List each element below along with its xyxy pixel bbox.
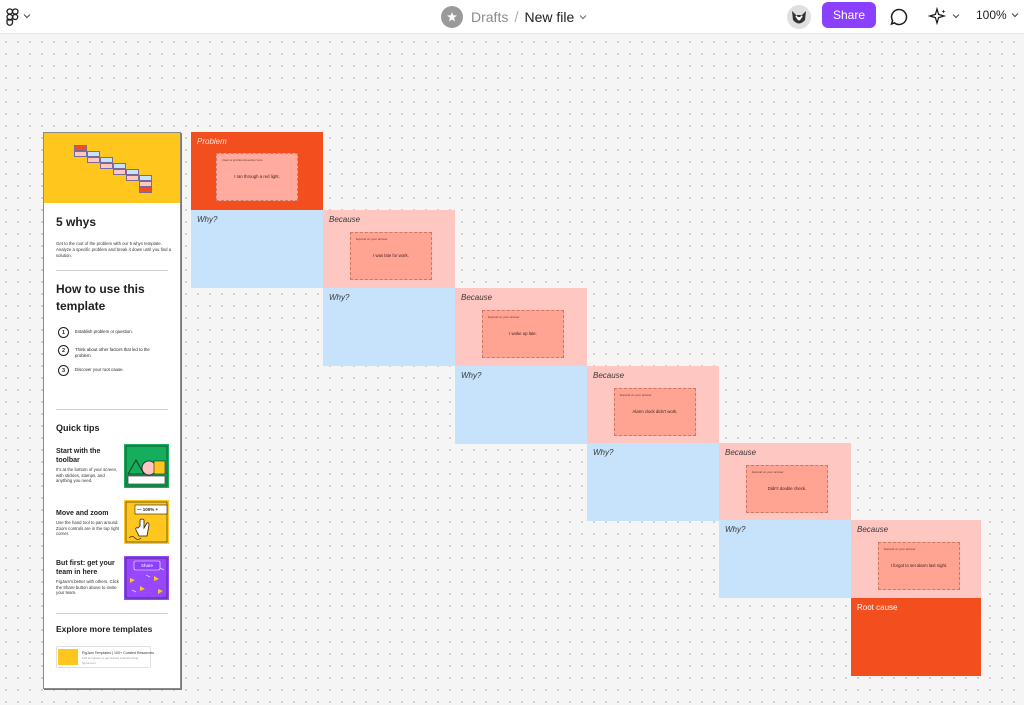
root-cause-cell[interactable]: Root cause [851, 598, 981, 676]
why-label: Why? [197, 215, 218, 224]
tip-heading: Move and zoom [56, 510, 109, 517]
template-card-title: FigJam Templates | 100+ Curated Resource… [82, 651, 155, 655]
zoom-illustration: — 100% + [124, 500, 169, 544]
problem-label: Problem [197, 137, 227, 146]
why-label: Why? [593, 448, 614, 457]
hero-illustration [44, 133, 180, 203]
tip-body: Use the hand tool to pan around. Zoom co… [56, 520, 120, 537]
explore-title: Explore more templates [56, 624, 153, 634]
share-badge: Share [141, 563, 154, 568]
step-text: Think about other factors that led to th… [75, 347, 150, 358]
panel-title: 5 whys [56, 215, 97, 229]
because-label: Because [857, 525, 889, 534]
template-link-card[interactable]: FigJam Templates | 100+ Curated Resource… [56, 646, 155, 668]
share-illustration: Share [124, 556, 169, 600]
sticky-prompt: Insert a problem/question here [222, 158, 263, 162]
why-cell[interactable]: Why? [587, 443, 719, 521]
step-item: 1 Establish problem or question. [58, 327, 167, 338]
sticky-text: Didn't double check. [767, 486, 807, 491]
problem-cell[interactable]: Problem Insert a problem/question here I… [191, 132, 323, 210]
tip-heading: But first: get your team in here [56, 560, 115, 576]
instructions-panel[interactable]: 5 whys Get to the root of the problem wi… [43, 132, 181, 689]
sticky-prompt: Expand on your answer [356, 237, 388, 241]
tip-team: But first: get your team in here FigJam'… [56, 559, 120, 596]
template-card-meta: figma.com [82, 661, 96, 665]
divider [56, 613, 168, 614]
user-avatar[interactable] [787, 5, 811, 29]
figma-menu-icon[interactable] [6, 8, 20, 26]
divider [56, 270, 168, 271]
chevron-down-icon[interactable] [952, 12, 960, 20]
sticky-text: I ran through a red light. [234, 174, 280, 179]
step-number: 1 [58, 327, 69, 338]
tip-toolbar: Start with the toolbar It's at the botto… [56, 447, 120, 484]
because-label: Because [725, 448, 757, 457]
answer-sticky[interactable]: Expand on your answer Didn't double chec… [746, 465, 828, 513]
chevron-down-icon[interactable] [1011, 11, 1019, 19]
share-button[interactable]: Share [822, 2, 876, 28]
step-number: 3 [58, 365, 69, 376]
sticky-prompt: Expand on your answer [620, 393, 652, 397]
breadcrumb-separator: / [514, 8, 519, 26]
problem-sticky[interactable]: Insert a problem/question here I ran thr… [216, 153, 298, 201]
sticky-text: Alarm clock didn't work. [632, 409, 678, 414]
sticky-text: I forgot to set alarm last night. [890, 563, 948, 568]
sticky-prompt: Expand on your answer [884, 547, 916, 551]
sticky-text: I was late for work. [373, 253, 409, 258]
breadcrumb-drafts[interactable]: Drafts [471, 9, 509, 25]
breadcrumb: Drafts / New file [441, 5, 587, 29]
comment-icon[interactable] [887, 5, 911, 29]
chevron-down-icon[interactable] [579, 13, 587, 21]
step-text: Discover your root cause. [75, 367, 124, 372]
why-label: Why? [725, 525, 746, 534]
why-label: Why? [329, 293, 350, 302]
howto-title: How to use this template [56, 282, 145, 313]
root-cause-label: Root cause [857, 603, 898, 612]
because-cell[interactable]: Because Expand on your answer I woke up … [455, 288, 587, 366]
because-label: Because [329, 215, 361, 224]
answer-sticky[interactable]: Expand on your answer Alarm clock didn't… [614, 388, 696, 436]
step-item: 3 Discover your root cause. [58, 365, 167, 376]
chevron-down-icon[interactable] [23, 12, 31, 20]
step-text: Establish problem or question. [75, 329, 133, 334]
answer-sticky[interactable]: Expand on your answer I woke up late. [482, 310, 564, 358]
zoom-badge: — 100% + [137, 507, 159, 512]
sticky-text: I woke up late. [509, 331, 537, 336]
team-avatar-icon[interactable] [441, 6, 463, 28]
template-thumbnail [58, 649, 78, 665]
because-cell[interactable]: Because Expand on your answer I forgot t… [851, 520, 981, 598]
why-label: Why? [461, 371, 482, 380]
sticky-prompt: Expand on your answer [488, 315, 520, 319]
because-label: Because [461, 293, 493, 302]
toolbar-illustration [124, 444, 169, 488]
why-cell[interactable]: Why? [191, 210, 323, 288]
why-cell[interactable]: Why? [719, 520, 851, 598]
ai-sparkle-icon[interactable] [926, 5, 950, 29]
zoom-control[interactable]: 100% [976, 8, 1019, 22]
tip-heading: Start with the toolbar [56, 448, 101, 464]
divider [56, 409, 168, 410]
tip-body: FigJam's better with others. Click the S… [56, 579, 119, 596]
step-item: 2 Think about other factors that led to … [58, 345, 167, 359]
tip-body: It's at the bottom of your screen, with … [56, 467, 118, 484]
step-number: 2 [58, 345, 69, 356]
why-cell[interactable]: Why? [323, 288, 455, 366]
tip-move-zoom: Move and zoom Use the hand tool to pan a… [56, 509, 120, 537]
why-cell[interactable]: Why? [455, 366, 587, 444]
panel-description: Get to the root of the problem with our … [56, 241, 172, 258]
zoom-level[interactable]: 100% [976, 8, 1007, 22]
top-bar: Drafts / New file Share 100% [0, 0, 1024, 34]
file-name[interactable]: New file [524, 9, 575, 25]
quick-tips-title: Quick tips [56, 423, 100, 433]
answer-sticky[interactable]: Expand on your answer I forgot to set al… [878, 542, 960, 590]
because-cell[interactable]: Because Expand on your answer Didn't dou… [719, 443, 851, 521]
template-card-subtitle: 100 templates to get started brainstormi… [82, 656, 139, 660]
because-cell[interactable]: Because Expand on your answer I was late… [323, 210, 455, 288]
sticky-prompt: Expand on your answer [752, 470, 784, 474]
because-label: Because [593, 371, 625, 380]
answer-sticky[interactable]: Expand on your answer I was late for wor… [350, 232, 432, 280]
because-cell[interactable]: Because Expand on your answer Alarm cloc… [587, 366, 719, 444]
